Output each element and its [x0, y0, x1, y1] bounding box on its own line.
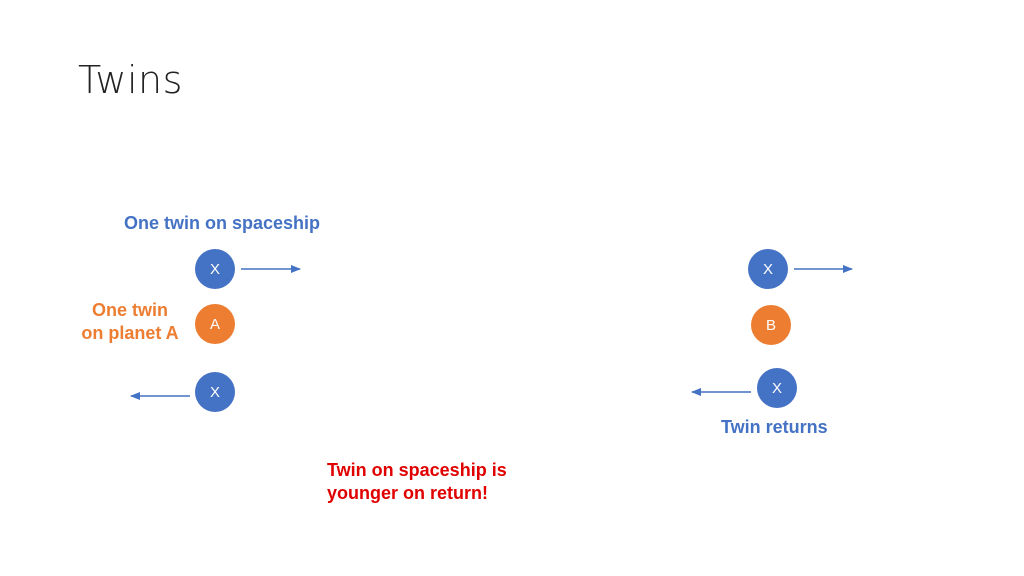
twin-returns-label: Twin returns [721, 417, 828, 437]
spaceship-x-returning-right: X [757, 368, 797, 408]
spaceship-x-passing-b: X [748, 249, 788, 289]
planet-a-label: One twin on planet A [78, 299, 182, 345]
planet-a-label-line2: on planet A [81, 323, 179, 343]
spaceship-x-returning-left: X [195, 372, 235, 412]
conclusion-line2: younger on return! [327, 483, 488, 503]
planet-b-node: B [751, 305, 791, 345]
spaceship-x-departing: X [195, 249, 235, 289]
conclusion-line1: Twin on spaceship is [327, 460, 507, 480]
conclusion-text: Twin on spaceship is younger on return! [327, 459, 507, 505]
planet-a-node: A [195, 304, 235, 344]
slide-title: Twins [78, 58, 183, 102]
spaceship-label: One twin on spaceship [124, 213, 321, 233]
planet-a-label-line1: One twin [92, 300, 168, 320]
